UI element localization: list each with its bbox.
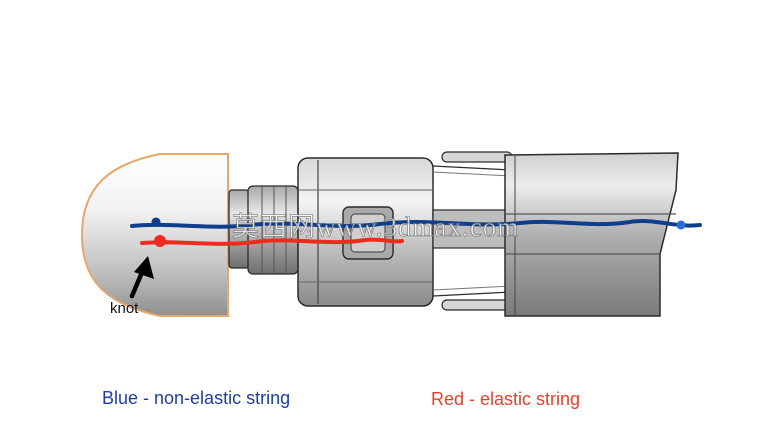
legend-red-string: Red - elastic string — [431, 389, 581, 409]
legend-blue-string: Blue - non-elastic string — [102, 388, 291, 408]
outer-tube — [504, 152, 679, 317]
blue-string-end — [676, 220, 686, 230]
red-string-knot — [154, 235, 166, 247]
blue-string-knot — [151, 217, 161, 227]
inner-rod — [432, 209, 514, 249]
neck-connector — [228, 185, 299, 275]
blue-string — [130, 219, 702, 229]
watermark-text: 莫西网www.3dmax.com — [232, 212, 520, 243]
clip-arm-bottom — [432, 285, 513, 311]
cap-body — [80, 153, 229, 317]
clip-arm-top — [432, 151, 513, 177]
knot-label: knot — [110, 300, 139, 317]
arrow-up-icon — [129, 256, 154, 299]
red-string — [140, 237, 404, 246]
